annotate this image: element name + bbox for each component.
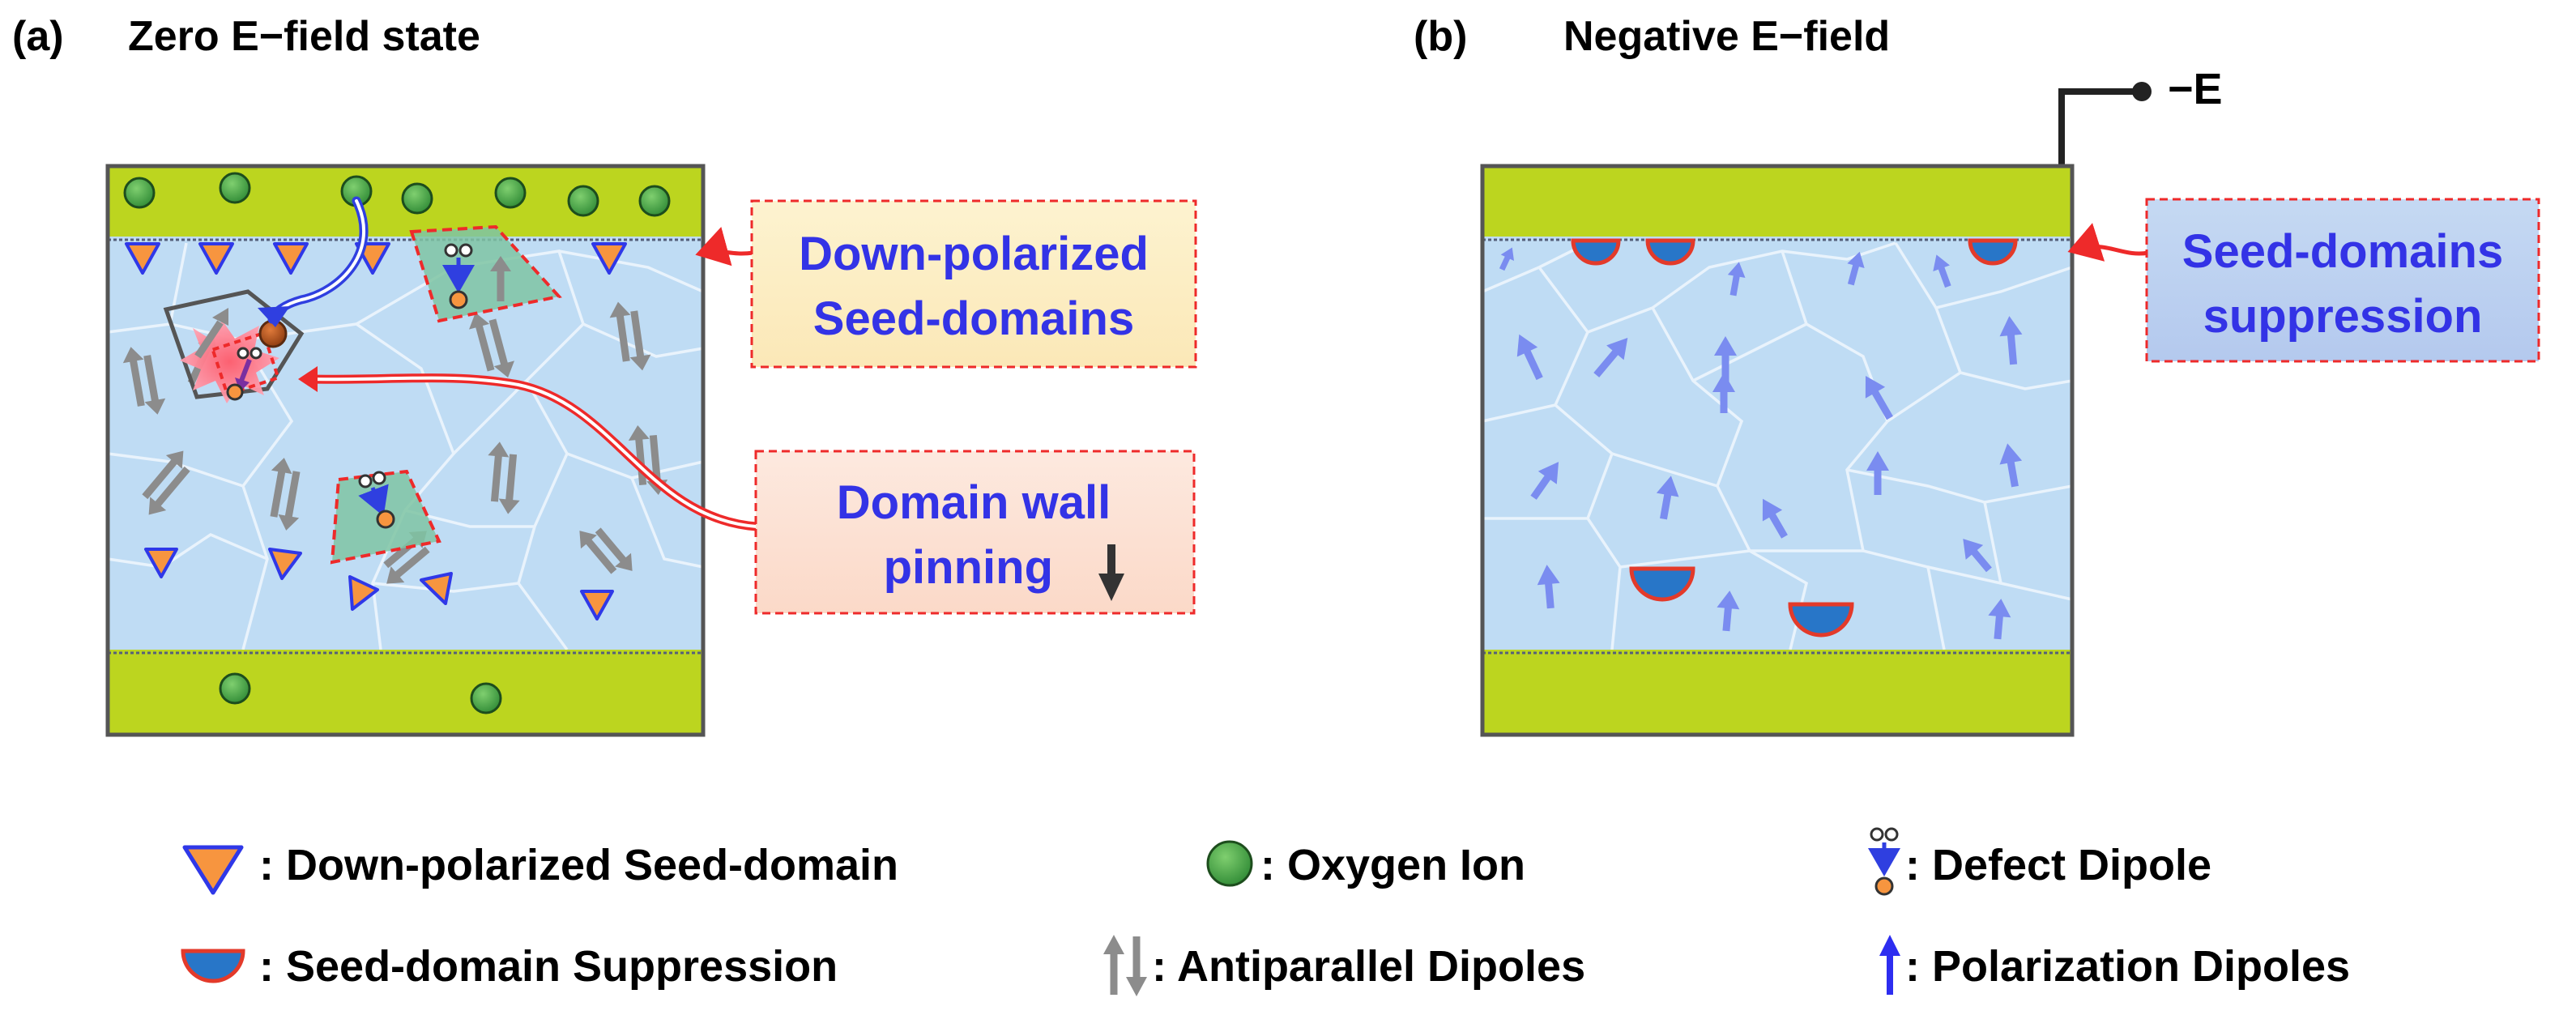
down-arrow-icon — [1098, 544, 1124, 601]
oxygen-ion — [567, 185, 599, 217]
seed-domain-triangle — [348, 575, 379, 611]
callout-suppression-line-2: suppression — [2203, 290, 2483, 343]
oxygen-ion — [638, 185, 671, 217]
legend-item-polarization: : Polarization Dipoles — [1879, 935, 2350, 995]
legend-item-defect-dipole: : Defect Dipole — [1868, 827, 2211, 896]
film-layer-b — [1482, 237, 2072, 650]
suppressed-seed-domains-b — [1571, 238, 2018, 638]
defect-dipole-icon — [442, 243, 475, 309]
polarization-dipoles-b — [1499, 247, 2023, 640]
legend-defect-dipole-label: : Defect Dipole — [1905, 841, 2211, 889]
panel-b: (b) Negative E−field −E — [1414, 13, 2540, 737]
grain-boundaries-b — [1482, 241, 2073, 650]
seed-domain-triangle — [198, 242, 234, 275]
pinned-domain — [163, 289, 305, 403]
oxygen-ion — [401, 182, 433, 215]
seed-domain-triangle — [125, 242, 160, 275]
film-layer-a — [108, 237, 703, 650]
polarization-dipole-icon — [1879, 935, 1900, 995]
legend-seed-domain-label: : Down-polarized Seed-domain — [259, 841, 898, 889]
callout-seed-line-2: Seed-domains — [813, 292, 1134, 345]
callout-seed-domains: Down-polarized Seed-domains — [695, 199, 1197, 369]
device-frame-a — [105, 164, 706, 737]
seed-domain-triangle — [273, 242, 309, 275]
bottom-electrode-a — [108, 650, 703, 735]
seed-domain-grain-bottom — [330, 469, 441, 565]
seed-domain-triangle — [420, 572, 453, 605]
legend-oxygen-label: : Oxygen Ion — [1260, 841, 1525, 889]
panel-b-title: Negative E−field — [1563, 13, 1890, 60]
panel-a-title: Zero E−field state — [128, 13, 480, 60]
legend-item-antiparallel: : Antiparallel Dipoles — [1103, 935, 1585, 996]
bottom-electrode-b — [1482, 650, 2072, 735]
oxygen-ion — [470, 682, 502, 714]
panel-b-label: (b) — [1414, 13, 1467, 60]
seed-domain-icon — [182, 845, 244, 895]
callout-suppression: Seed-domains suppression — [2067, 198, 2540, 363]
top-electrode-b — [1482, 166, 2072, 237]
oxygen-ion — [123, 177, 156, 209]
legend-item-seed-domain: : Down-polarized Seed-domain — [182, 841, 898, 895]
callout-domain-wall-pinning: Domain wall pinning — [298, 366, 1196, 615]
seed-domain-grain-top — [409, 224, 562, 323]
panel-a: (a) Zero E−field state — [12, 13, 1197, 737]
oxygen-ion — [219, 672, 251, 705]
callout-seed-line-1: Down-polarized — [799, 228, 1149, 280]
suppressed-seed-domain — [1571, 238, 1621, 266]
seed-domain-triangle — [268, 548, 302, 580]
legend-polarization-label: : Polarization Dipoles — [1905, 942, 2350, 991]
panel-a-label: (a) — [12, 13, 64, 60]
seed-domain-triangle — [591, 242, 627, 275]
suppressed-seed-domain — [1629, 566, 1695, 602]
callout-pinning-line-1: Domain wall — [837, 476, 1111, 529]
suppressed-seed-domain — [1645, 238, 1695, 266]
legend-item-oxygen-ion: : Oxygen Ion — [1206, 840, 1525, 889]
defect-dipole-icon — [1868, 827, 1900, 896]
suppressed-seed-domain — [1968, 238, 2018, 266]
suppressed-seed-domain — [1788, 602, 1854, 638]
terminal-label: −E — [2168, 65, 2223, 113]
legend-antiparallel-label: : Antiparallel Dipoles — [1152, 942, 1585, 991]
legend-item-suppression: : Seed-domain Suppression — [181, 942, 838, 991]
device-frame-b — [1480, 164, 2075, 737]
oxygen-ion — [219, 172, 251, 204]
seed-domains-a — [125, 242, 627, 621]
oxygen-migration-arrow — [258, 196, 369, 327]
callout-suppression-line-1: Seed-domains — [2182, 225, 2503, 278]
suppression-icon — [181, 949, 245, 983]
legend: : Down-polarized Seed-domain : Oxygen Io… — [181, 827, 2350, 996]
oxygen-ion — [494, 177, 527, 209]
antiparallel-dipoles-icon — [1103, 935, 1147, 996]
terminal-wire: −E — [2058, 65, 2223, 166]
defect-dipole-icon — [358, 471, 395, 529]
oxygen-ion-icon — [1206, 840, 1253, 887]
callout-pinning-line-2: pinning — [884, 541, 1053, 594]
seed-domain-triangle — [580, 590, 614, 621]
legend-suppression-label: : Seed-domain Suppression — [259, 942, 838, 991]
seed-domain-triangle — [144, 548, 178, 578]
oxygen-ions-a — [123, 172, 671, 714]
